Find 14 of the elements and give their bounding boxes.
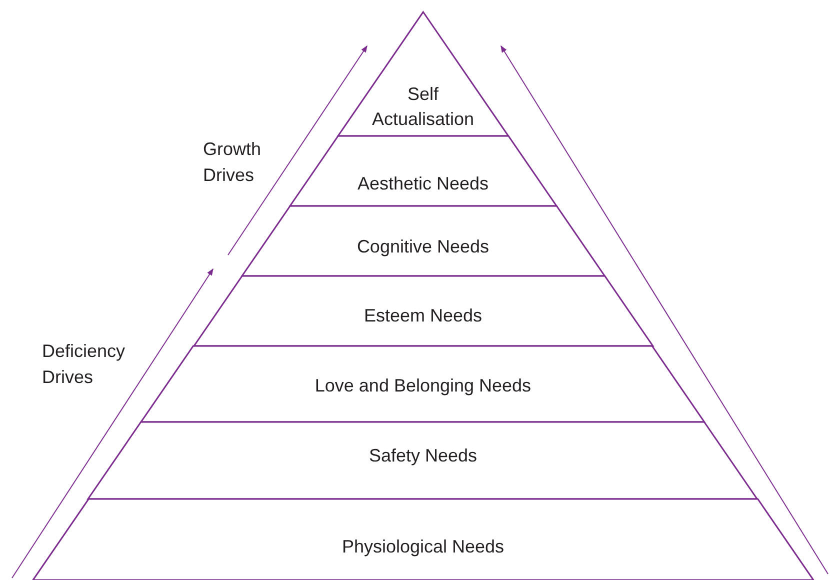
- pyramid-tier: [141, 346, 705, 422]
- tier-label: Physiological Needs: [340, 536, 506, 558]
- pyramid-tier: [242, 206, 604, 276]
- pyramid-tier: [194, 276, 652, 346]
- tier-label: Cognitive Needs: [356, 236, 490, 258]
- pyramid-tier: [338, 12, 508, 136]
- pyramid-tier: [32, 499, 814, 580]
- drive-label: Growth Drives: [203, 138, 262, 187]
- pyramid-tier: [290, 136, 556, 206]
- tier-label: Love and Belonging Needs: [314, 374, 532, 398]
- tier-label: Self Actualisation: [370, 83, 476, 131]
- tier-label: Esteem Needs: [362, 304, 484, 328]
- tier-label: Safety Needs: [368, 444, 478, 468]
- pyramid-tier: [88, 422, 758, 499]
